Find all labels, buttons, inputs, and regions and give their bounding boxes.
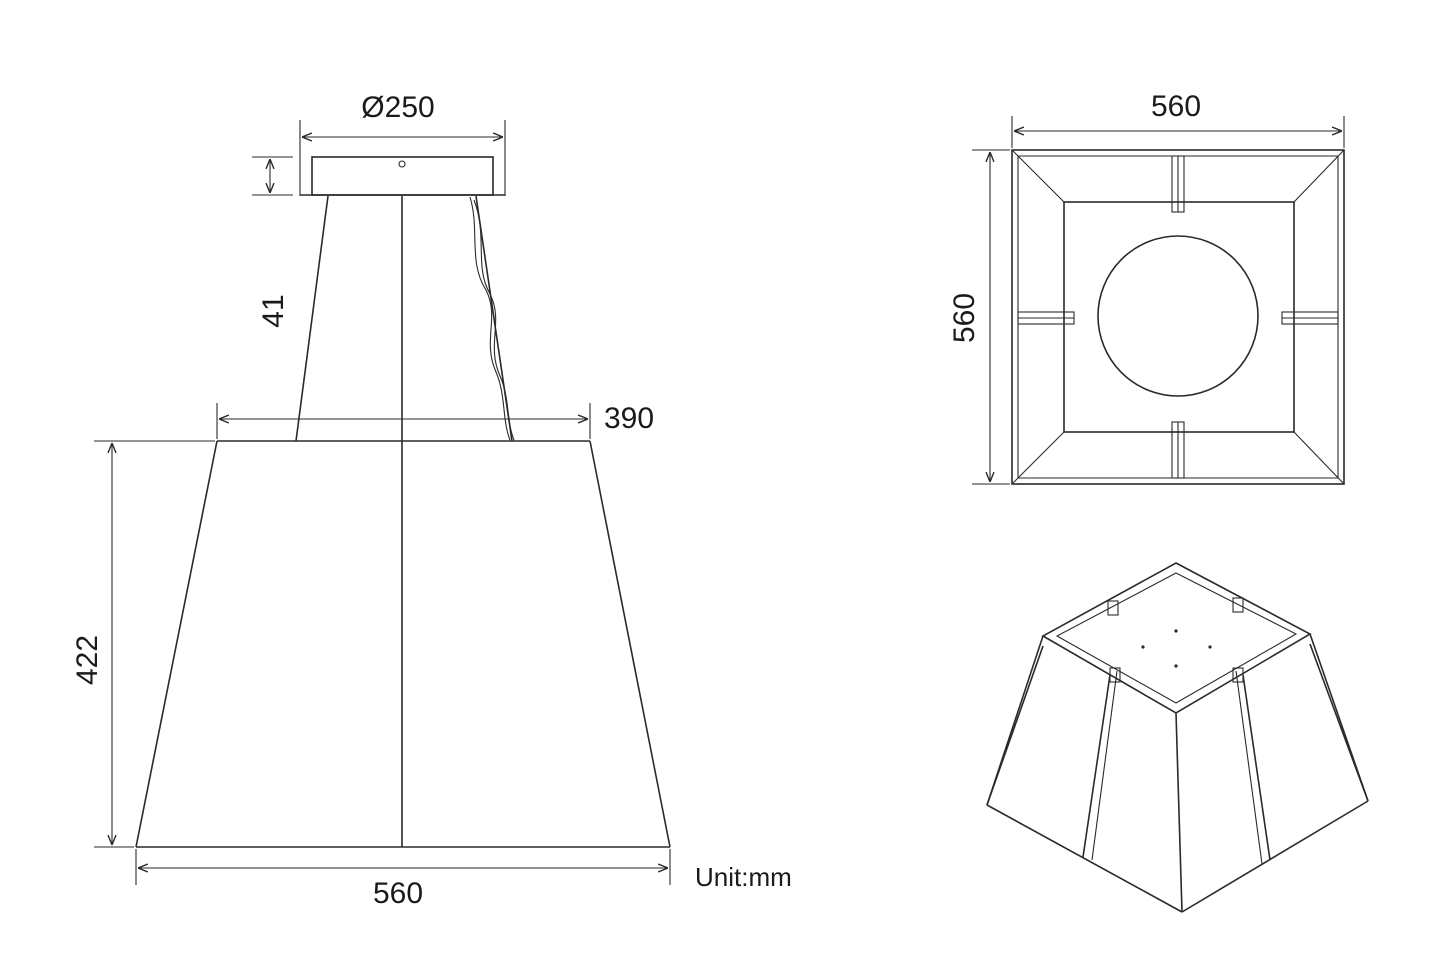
dim-canopy-height: 41 (252, 156, 293, 328)
dim-top-width: 390 (216, 402, 654, 439)
suspension-cone (295, 195, 513, 442)
canopy-diameter-label: Ø250 (361, 91, 434, 124)
center-opening (1097, 235, 1259, 397)
top-width-label: 390 (604, 402, 654, 435)
unit-label: Unit:mm (695, 862, 792, 892)
power-cord-twist (473, 199, 515, 441)
dim-bottom-width: 560 (135, 849, 671, 910)
shade-height-label: 422 (71, 635, 104, 685)
perspective-sides (986, 633, 1369, 913)
dim-canopy-diameter: Ø250 (299, 91, 506, 196)
canopy (311, 156, 494, 196)
screw-holes (1141, 629, 1212, 668)
canopy-screw (398, 160, 406, 168)
side-view: Ø250 41 390 422 560 (71, 91, 792, 910)
top-view: 560 560 (948, 90, 1345, 485)
bottom-width-label: 560 (373, 877, 423, 910)
perspective-top-rim (1041, 562, 1312, 714)
mounting-clips (1017, 155, 1339, 479)
dim-top-view-width: 560 (1011, 90, 1345, 148)
canopy-height-label: 41 (257, 294, 290, 327)
top-inner-square (1063, 201, 1295, 433)
power-cord (469, 196, 511, 441)
top-view-width-label: 560 (1151, 90, 1201, 123)
top-outer-square (1011, 149, 1345, 485)
dim-top-view-depth: 560 (948, 149, 1010, 485)
perspective-inner-rim (1055, 572, 1298, 704)
perspective-view (986, 562, 1369, 913)
shade (135, 440, 671, 848)
dim-shade-height: 422 (71, 440, 215, 848)
perspective-clips (1107, 597, 1244, 683)
top-view-depth-label: 560 (948, 293, 981, 343)
